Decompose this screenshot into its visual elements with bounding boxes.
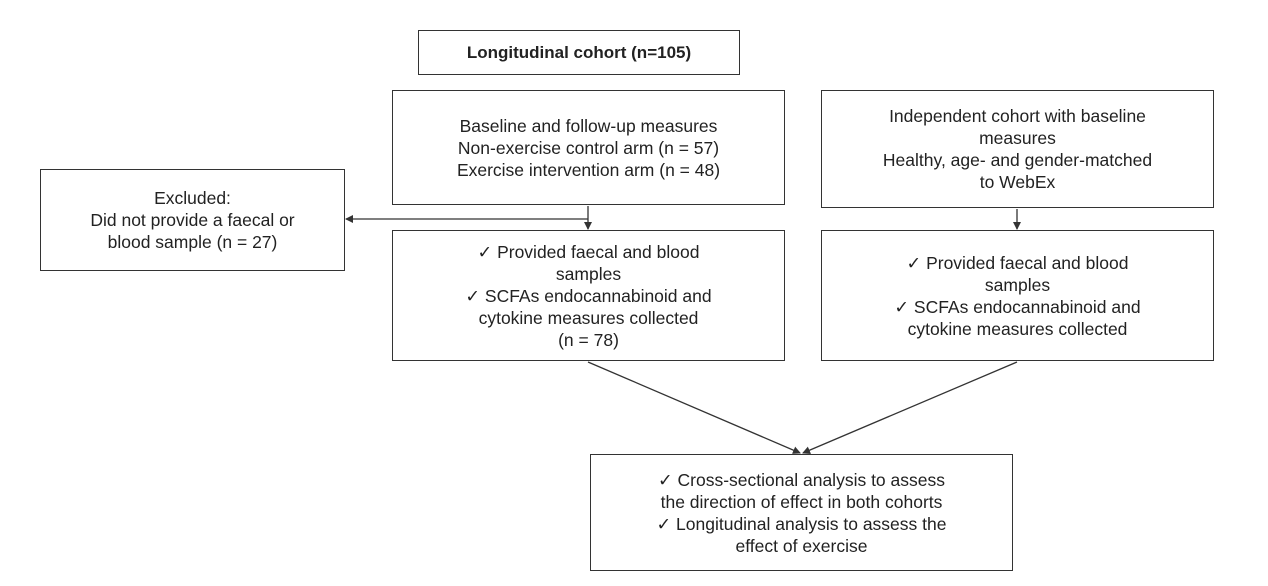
analysis-line-3: ✓ Longitudinal analysis to assess the [656, 513, 947, 534]
analysis-box: ✓ Cross-sectional analysis to assess the… [590, 454, 1013, 571]
independent-line-3: Healthy, age- and gender-matched [882, 150, 1153, 170]
provided-left-line-5: (n = 78) [558, 329, 619, 350]
independent-line-4: to WebEx [979, 172, 1056, 192]
provided-samples-right-box: ✓ Provided faecal and blood samples ✓ SC… [821, 230, 1214, 361]
provided-left-line-4: cytokine measures collected [478, 307, 699, 328]
arrow-right-to-analysis [802, 361, 1018, 454]
analysis-line-2: the direction of effect in both cohorts [660, 491, 943, 512]
excluded-line-3: blood sample (n = 27) [107, 232, 278, 252]
baseline-line-2: Non-exercise control arm (n = 57) [457, 137, 720, 158]
excluded-box: Excluded: Did not provide a faecal or bl… [40, 169, 345, 271]
provided-right-line-2: samples [984, 274, 1051, 295]
excluded-line-2: Did not provide a faecal or [90, 210, 295, 230]
provided-left-line-2: samples [555, 263, 622, 284]
independent-line-1: Independent cohort with baseline [889, 106, 1146, 126]
provided-samples-left-box: ✓ Provided faecal and blood samples ✓ SC… [392, 230, 785, 361]
baseline-line-3: Exercise intervention arm (n = 48) [456, 159, 721, 180]
analysis-line-4: effect of exercise [735, 535, 868, 556]
independent-line-2: measures [979, 128, 1056, 148]
longitudinal-cohort-title-box: Longitudinal cohort (n=105) [418, 30, 740, 75]
baseline-measures-box: Baseline and follow-up measures Non-exer… [392, 90, 785, 205]
independent-cohort-box: Independent cohort with baseline measure… [821, 90, 1214, 208]
baseline-line-1: Baseline and follow-up measures [459, 115, 718, 136]
longitudinal-cohort-title: Longitudinal cohort (n=105) [466, 42, 692, 62]
provided-right-line-1: ✓ Provided faecal and blood [906, 252, 1129, 273]
provided-right-line-3: ✓ SCFAs endocannabinoid and [894, 296, 1141, 317]
excluded-line-1: Excluded: [154, 188, 231, 208]
provided-left-line-3: ✓ SCFAs endocannabinoid and [465, 285, 712, 306]
provided-left-line-1: ✓ Provided faecal and blood [477, 241, 700, 262]
provided-right-line-4: cytokine measures collected [907, 318, 1128, 339]
arrow-left-to-analysis [587, 361, 801, 454]
analysis-line-1: ✓ Cross-sectional analysis to assess [658, 469, 945, 490]
